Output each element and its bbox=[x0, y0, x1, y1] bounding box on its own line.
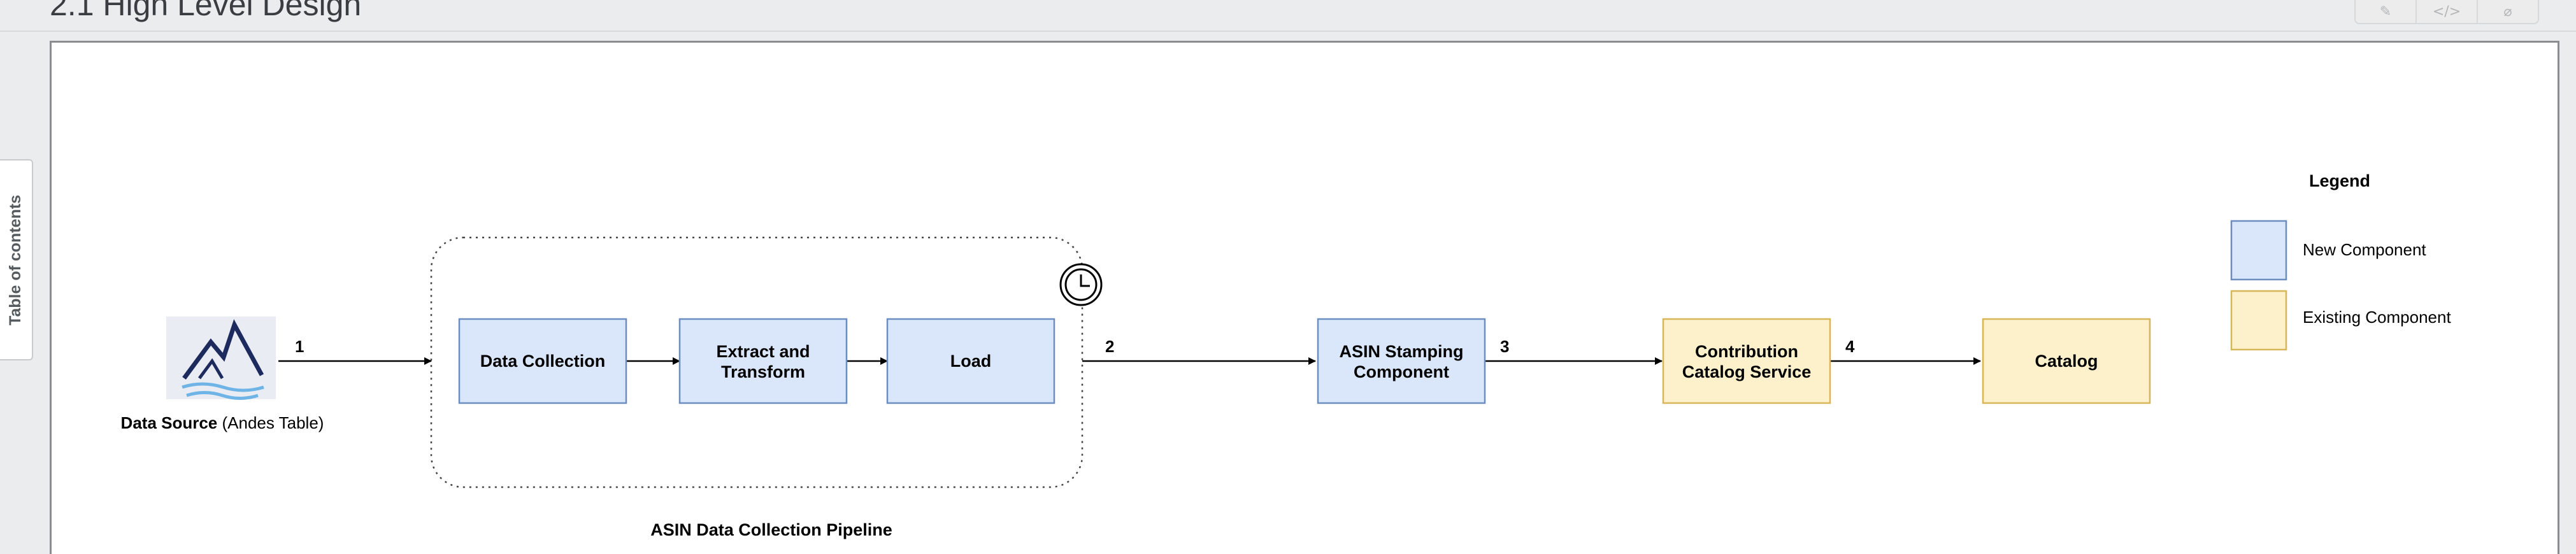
attach-button[interactable]: ⌀ bbox=[2477, 0, 2539, 24]
edge-label-1: 1 bbox=[295, 337, 304, 356]
node-label-line-1: Extract and bbox=[716, 342, 810, 361]
node-label: Data Collection bbox=[480, 352, 606, 371]
data-source-label: Data Source (Andes Table) bbox=[121, 413, 324, 432]
paperclip-icon: ⌀ bbox=[2503, 3, 2512, 20]
legend-title: Legend bbox=[2309, 171, 2370, 190]
pipeline-container bbox=[430, 236, 1084, 488]
code-icon: </> bbox=[2432, 3, 2461, 20]
toc-label: Table of contents bbox=[6, 194, 25, 325]
mountain-icon bbox=[182, 319, 264, 380]
table-of-contents-tab[interactable]: Table of contents bbox=[0, 159, 33, 360]
data-source-label-bold: Data Source bbox=[121, 413, 218, 432]
section-title: 2.1 High Level Design bbox=[50, 0, 362, 22]
node-label: Catalog bbox=[2035, 352, 2098, 371]
legend-swatch-existing bbox=[2230, 290, 2287, 351]
data-source-logo bbox=[166, 316, 276, 400]
node-label-line-2: Catalog Service bbox=[1682, 362, 1812, 381]
edge-label-3: 3 bbox=[1500, 337, 1509, 356]
node-load: Load bbox=[886, 318, 1055, 404]
data-source-label-rest: (Andes Table) bbox=[217, 413, 324, 432]
legend: Legend New Component Existing Component bbox=[2230, 171, 2451, 351]
divider bbox=[0, 31, 2576, 32]
node-catalog: Catalog bbox=[1982, 318, 2151, 404]
mountain-inner bbox=[197, 358, 224, 380]
legend-label-existing: Existing Component bbox=[2303, 308, 2451, 327]
legend-label-new: New Component bbox=[2303, 240, 2426, 259]
edge-label-2: 2 bbox=[1105, 337, 1114, 356]
macro-toolbar: ✎ </> ⌀ bbox=[2354, 0, 2539, 24]
node-label: Load bbox=[950, 352, 992, 371]
node-label-line-2: Component bbox=[1354, 362, 1449, 381]
edge-label-4: 4 bbox=[1845, 337, 1855, 356]
pipeline-label: ASIN Data Collection Pipeline bbox=[650, 520, 892, 539]
node-asin-stamping: ASIN Stamping Component bbox=[1317, 318, 1486, 404]
node-label-line-1: Contribution bbox=[1695, 342, 1798, 361]
source-button[interactable]: </> bbox=[2415, 0, 2478, 24]
edit-button[interactable]: ✎ bbox=[2354, 0, 2417, 24]
legend-swatch-new bbox=[2230, 220, 2287, 281]
node-contribution-catalog: Contribution Catalog Service bbox=[1662, 318, 1831, 404]
diagram-svg: Data Source (Andes Table) ASIN Data Coll… bbox=[121, 171, 2452, 539]
water-wave-1 bbox=[182, 382, 264, 392]
pencil-icon: ✎ bbox=[2379, 3, 2392, 20]
water-wave-2 bbox=[186, 391, 259, 400]
diagram-canvas: Data Source (Andes Table) ASIN Data Coll… bbox=[50, 41, 2559, 554]
node-label-line-2: Transform bbox=[721, 362, 805, 381]
node-data-collection: Data Collection bbox=[458, 318, 627, 404]
node-label-line-1: ASIN Stamping bbox=[1339, 342, 1463, 361]
clock-icon bbox=[1059, 263, 1103, 306]
node-extract-transform: Extract and Transform bbox=[678, 318, 848, 404]
